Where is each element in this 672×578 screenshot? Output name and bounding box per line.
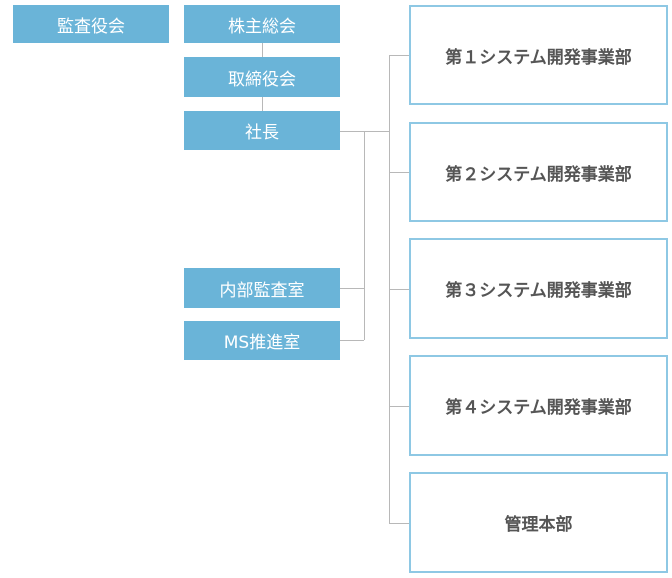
audit-board-box: 監査役会 <box>13 5 169 43</box>
connector-division-3 <box>389 289 410 290</box>
connector-division-4 <box>389 406 410 407</box>
board-of-directors-box: 取締役会 <box>184 57 340 97</box>
connector-board-president <box>262 97 263 111</box>
connector-division-1 <box>389 55 410 56</box>
shareholders-meeting-box: 株主総会 <box>184 5 340 43</box>
division-3-box: 第３システム開発事業部 <box>409 238 668 339</box>
division-1-box: 第１システム開発事業部 <box>409 5 668 105</box>
connector-shareholders-board <box>262 43 263 57</box>
connector-division-5 <box>389 523 410 524</box>
connector-staff-trunk <box>364 131 365 340</box>
division-4-box: 第４システム開発事業部 <box>409 355 668 456</box>
division-2-box: 第２システム開発事業部 <box>409 122 668 222</box>
connector-division-2 <box>389 172 410 173</box>
president-box: 社長 <box>184 111 340 150</box>
connector-internal-audit <box>340 288 364 289</box>
connector-president-trunk <box>340 131 390 132</box>
ms-promotion-box: MS推進室 <box>184 321 340 360</box>
internal-audit-box: 内部監査室 <box>184 268 340 308</box>
connector-ms-promotion <box>340 340 364 341</box>
division-5-box: 管理本部 <box>409 472 668 573</box>
